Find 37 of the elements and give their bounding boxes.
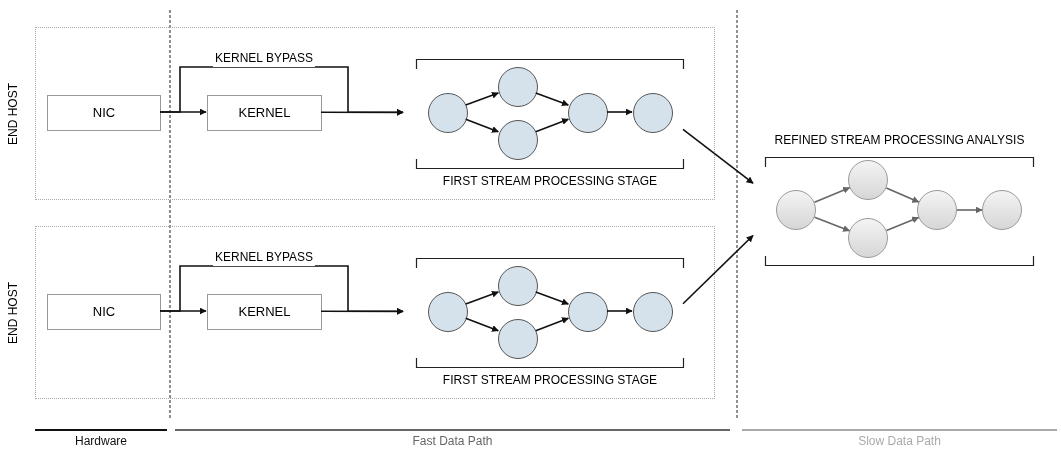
arrow	[813, 216, 851, 232]
arrow	[464, 118, 500, 133]
arrow	[534, 92, 570, 107]
arrow	[159, 66, 404, 116]
arrow	[606, 108, 633, 116]
process-box	[207, 95, 322, 131]
box-label: NIC	[92, 104, 116, 123]
arrow	[956, 206, 983, 214]
arrow	[813, 186, 851, 204]
stage-label: FIRST STREAM PROCESSING STAGE	[442, 173, 658, 190]
process-box	[207, 294, 322, 330]
arrow	[464, 290, 500, 305]
section-label: Slow Data Path	[857, 433, 942, 450]
box-label: KERNEL	[238, 104, 291, 123]
arrow	[159, 265, 404, 315]
box-label: NIC	[92, 303, 116, 322]
arrow	[885, 187, 920, 203]
host-label: END HOST	[5, 82, 21, 145]
host-label: END HOST	[5, 281, 21, 344]
section-label: Hardware	[74, 433, 128, 450]
section-label: Fast Data Path	[411, 433, 494, 450]
stage-label: REFINED STREAM PROCESSING ANALYSIS	[774, 132, 1025, 149]
process-box	[47, 95, 161, 131]
arrow	[534, 317, 570, 332]
arrow	[534, 118, 570, 133]
arrow	[885, 216, 920, 232]
arrow	[534, 291, 570, 306]
box-label: KERNEL	[238, 303, 291, 322]
arrow	[464, 91, 500, 106]
arrow	[320, 109, 404, 116]
arrow	[606, 307, 633, 315]
arrow	[464, 317, 500, 332]
process-box	[47, 294, 161, 330]
stage-label: FIRST STREAM PROCESSING STAGE	[442, 372, 658, 389]
arrow	[682, 234, 754, 305]
arrow	[682, 128, 754, 184]
arrow	[320, 308, 404, 315]
